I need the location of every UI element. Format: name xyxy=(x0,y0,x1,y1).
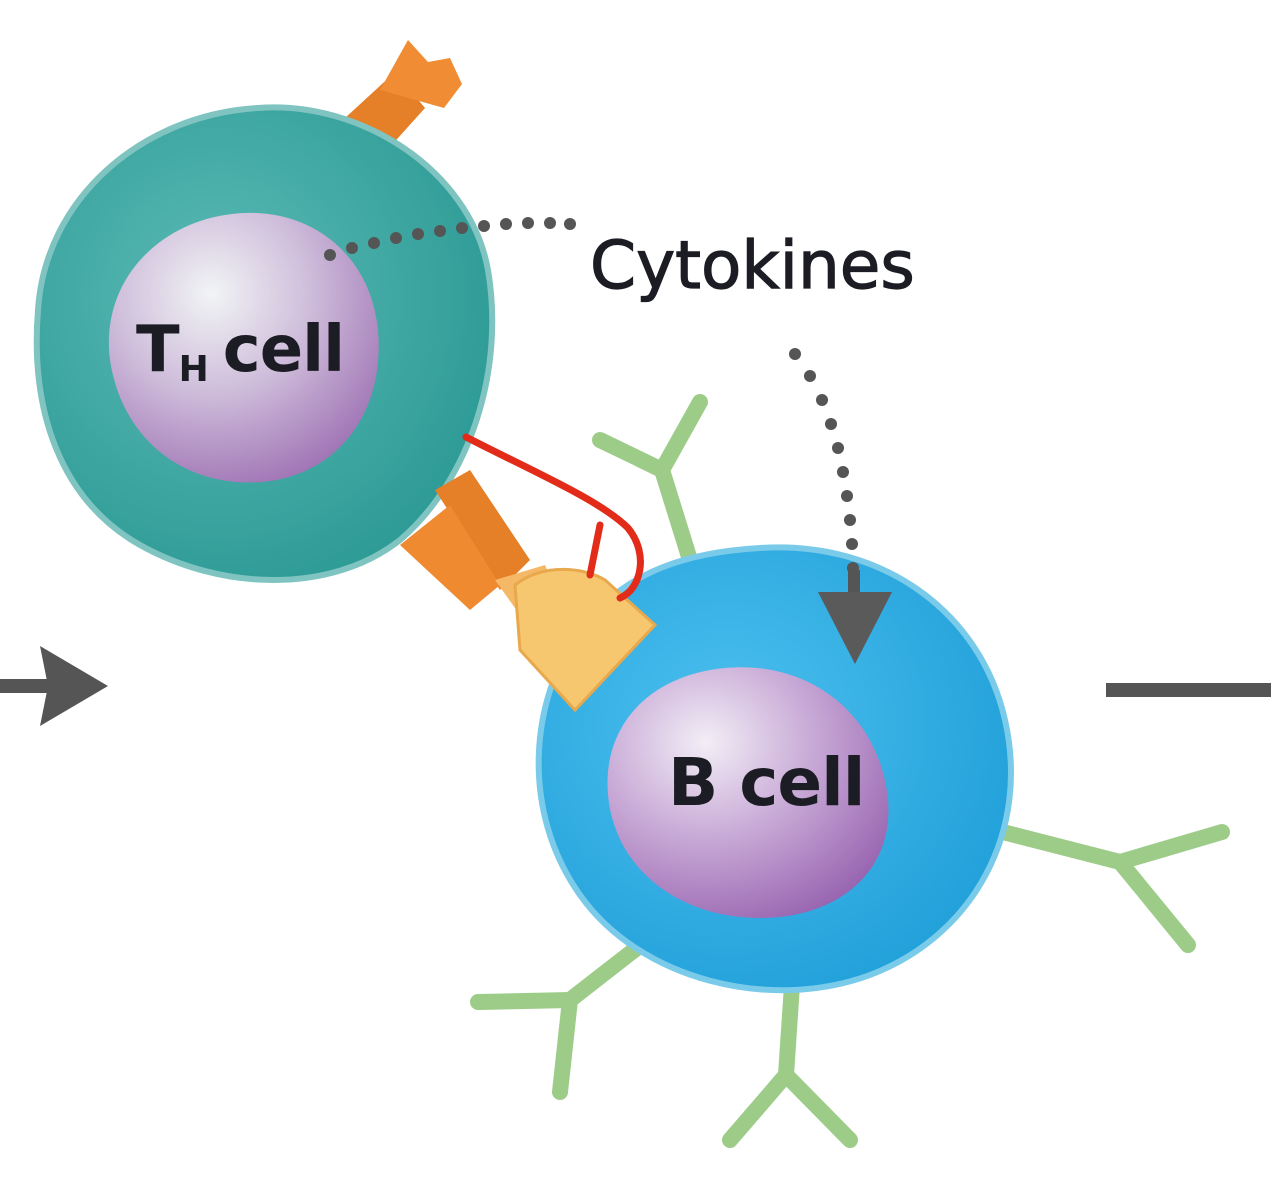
th-cell-label-subscript: H xyxy=(178,349,209,390)
interaction-highlight-bracket xyxy=(462,433,644,602)
th-cell-label-suffix: cell xyxy=(222,313,345,387)
th-cell xyxy=(33,104,496,583)
b-cell-nucleus xyxy=(607,667,889,918)
antibody-right xyxy=(987,822,1230,953)
th-cell-nucleus xyxy=(108,212,379,483)
cytokine-secretion-dots xyxy=(324,217,576,261)
th-cell-label-main: T xyxy=(136,313,180,387)
left-flow-arrow xyxy=(0,646,108,726)
antibody-bottom xyxy=(722,977,858,1148)
antibody-top xyxy=(592,394,708,568)
mhc-antigen-complex xyxy=(495,565,658,713)
t-cell-receptor xyxy=(400,470,530,610)
b-cell-label: B cell xyxy=(668,744,865,821)
cytokines-label: Cytokines xyxy=(589,227,915,304)
b-cell xyxy=(535,544,1014,994)
antibody-bottom-left xyxy=(470,922,668,1100)
b-cell-antibodies xyxy=(470,394,1230,1148)
cytokine-arrow-to-b-cell xyxy=(789,348,892,664)
